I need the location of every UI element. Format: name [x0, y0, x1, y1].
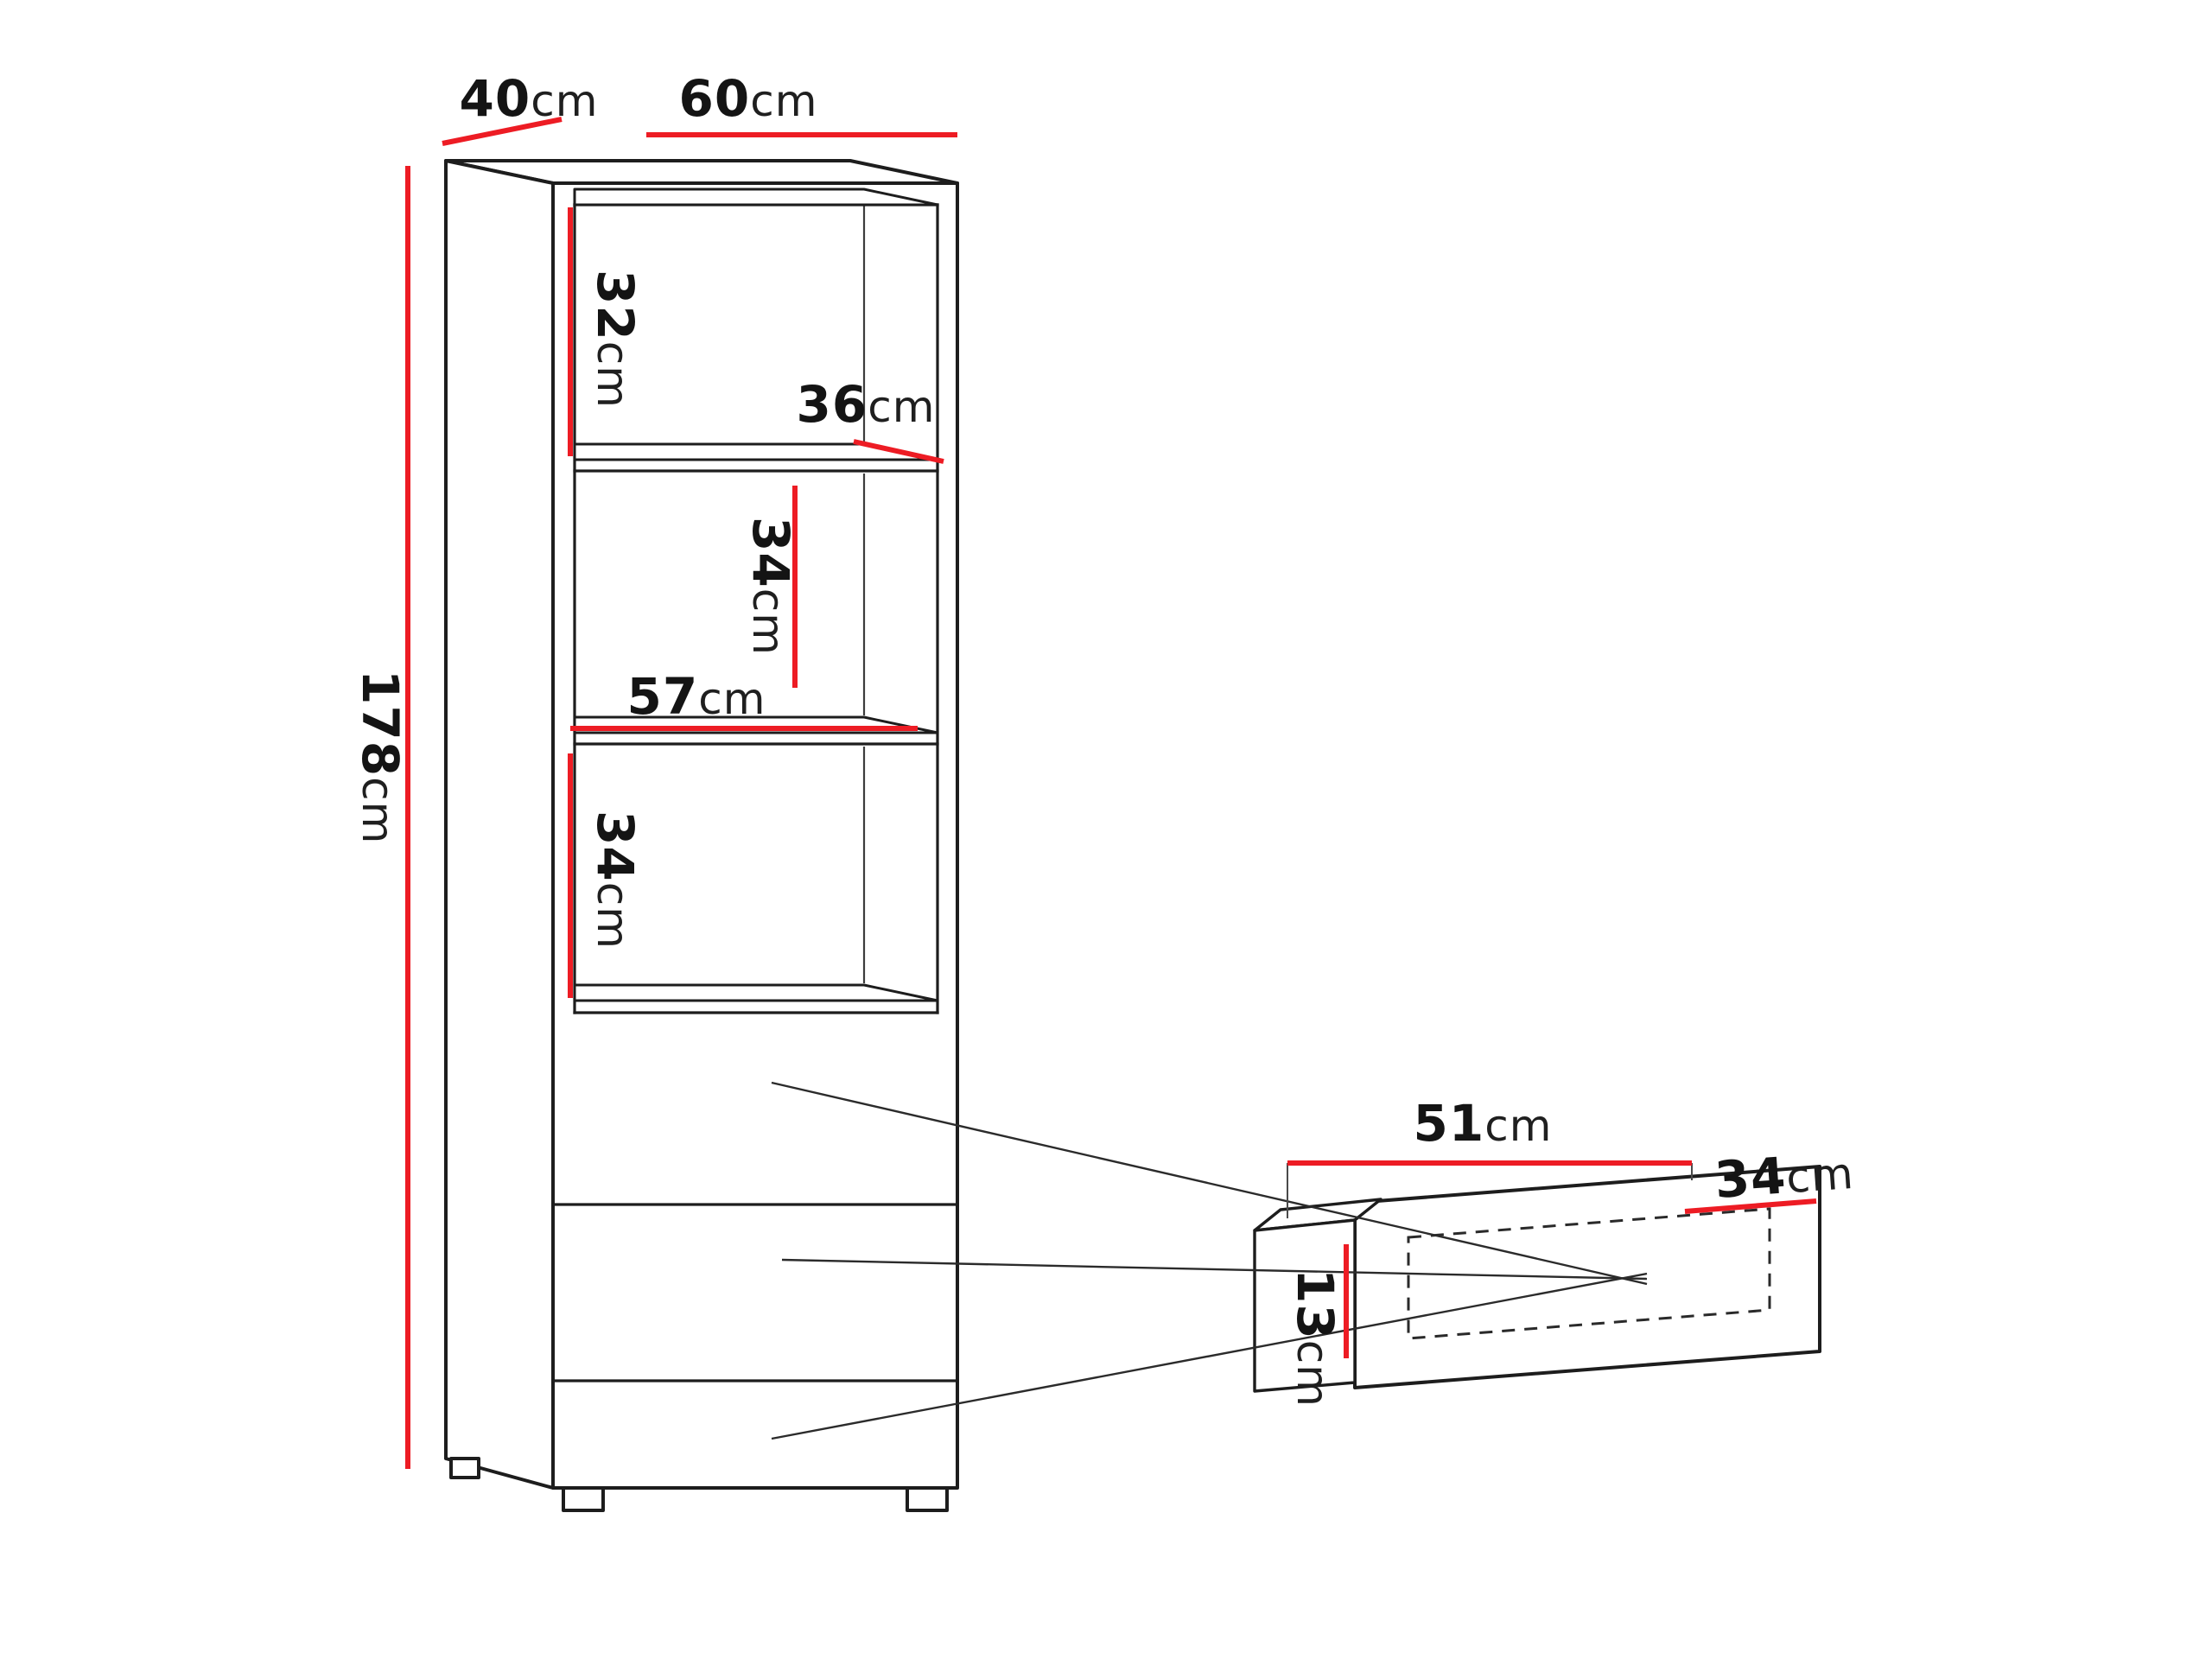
dim-label-drawer-width: 51cm — [1414, 1094, 1553, 1153]
dim-label-top-compartment: 32cm — [586, 270, 645, 409]
dim-line-shelf-depth — [853, 439, 944, 464]
dim-line-drawer-depth — [1684, 1198, 1817, 1214]
dimension-annotations: 40cm 60cm 178cm 32cm 36cm 34cm 57cm 34cm — [351, 69, 1855, 1469]
dim-label-width: 60cm — [679, 69, 818, 128]
dim-label-lower-compartment: 34cm — [586, 810, 645, 950]
drawer-hidden-box-outline — [1407, 1207, 1771, 1340]
dim-label-height: 178cm — [351, 670, 410, 844]
exploded-line-top-drawer — [771, 1081, 1648, 1286]
exploded-line-middle-drawer — [781, 1258, 1648, 1281]
dim-label-drawer-depth: 34cm — [1713, 1141, 1855, 1210]
dim-label-middle-compartment: 34cm — [741, 517, 800, 656]
drawer-box-side-face — [1253, 1218, 1357, 1393]
cabinet-foot-right — [906, 1486, 949, 1512]
wardrobe-cabinet — [444, 159, 959, 1512]
dim-line-depth — [442, 117, 563, 146]
bottom-board-top — [573, 983, 939, 1002]
dim-label-shelf-depth: 36cm — [797, 375, 936, 434]
cabinet-front-face — [551, 181, 959, 1490]
cabinet-foot-left — [562, 1486, 605, 1512]
interior-ceiling-panel — [573, 188, 939, 207]
dim-label-drawer-height: 13cm — [1286, 1268, 1344, 1408]
cabinet-side-face — [444, 159, 555, 1490]
cabinet-foot-back — [449, 1457, 480, 1479]
dim-label-depth: 40cm — [460, 69, 599, 128]
exploded-line-bottom-drawer — [771, 1272, 1648, 1440]
dim-label-shelf-width: 57cm — [627, 667, 766, 726]
exploded-view-lines — [771, 1081, 1648, 1440]
